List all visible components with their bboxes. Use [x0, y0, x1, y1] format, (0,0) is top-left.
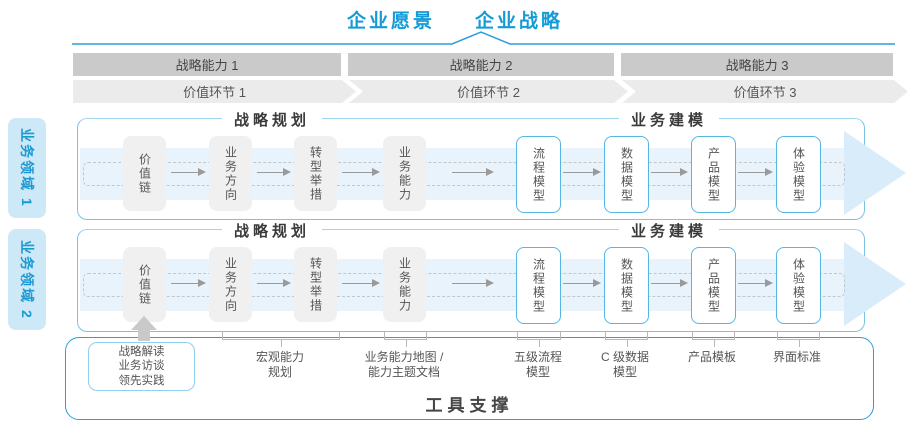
- domain-1-text: 业务领域 1: [19, 128, 35, 208]
- section-header-strategic-planning: 战略规划: [221, 109, 323, 130]
- flow-arrow-icon: [257, 278, 291, 287]
- tool-support-label: 工具支撑: [425, 396, 514, 415]
- bracket-connector-icon: [605, 331, 648, 347]
- section-header-business-modeling: 业务建模: [618, 109, 720, 130]
- box-data-model: 数据模型: [604, 247, 649, 324]
- dashed-track: [83, 162, 845, 186]
- value-link-2-label: 价值环节 2: [457, 85, 520, 100]
- capability-bar-3-label: 战略能力 3: [725, 58, 789, 73]
- annotation-product-template: 产品模板: [687, 350, 737, 364]
- box-experience-model: 体验模型: [776, 247, 821, 324]
- box-data-model: 数据模型: [604, 136, 649, 213]
- capability-bar-3: 战略能力 3: [621, 53, 893, 76]
- dashed-track: [83, 273, 845, 297]
- diagram-title: 企业愿景 企业战略: [0, 6, 910, 33]
- enterprise-vision-title: 企业愿景: [346, 11, 435, 32]
- value-link-chevron-3: 价值环节 3: [622, 80, 908, 103]
- tool-support-container: 工具支撑: [65, 337, 874, 420]
- domain-2-text: 业务领域 2: [19, 239, 35, 320]
- capability-bar-2: 战略能力 2: [348, 53, 614, 76]
- annotation-macro-capability-planning: 宏观能力 规划: [255, 350, 305, 379]
- enterprise-strategy-title: 企业战略: [475, 11, 564, 32]
- box-business-capability: 业务能力: [383, 136, 426, 211]
- bracket-connector-icon: [692, 331, 735, 347]
- value-link-chevron-1: 价值环节 1: [73, 80, 356, 103]
- strategy-practice-box: 战略解读 业务访谈 领先实践: [88, 342, 195, 391]
- flow-arrow-icon: [171, 167, 206, 176]
- box-transformation-initiatives: 转型举措: [294, 247, 337, 322]
- box-value-chain: 价值链: [123, 136, 166, 211]
- section-header-business-modeling: 业务建模: [618, 220, 720, 241]
- value-link-3-label: 价值环节 3: [733, 85, 797, 100]
- flow-arrow-icon: [651, 278, 688, 287]
- box-value-chain: 价值链: [123, 247, 166, 322]
- box-product-model: 产品模型: [691, 136, 736, 213]
- annotation-ui-standard: 界面标准: [772, 350, 822, 364]
- flow-arrowhead-icon: [844, 131, 906, 215]
- flow-arrow-icon: [452, 278, 494, 287]
- flow-arrow-icon: [563, 167, 601, 176]
- flow-arrow-icon: [452, 167, 494, 176]
- flow-arrow-icon: [342, 278, 380, 287]
- annotation-capability-map: 业务能力地图 / 能力主题文档: [364, 350, 444, 379]
- bracket-connector-icon: [517, 331, 561, 347]
- flow-arrow-icon: [738, 278, 773, 287]
- flow-arrow-icon: [257, 167, 291, 176]
- box-process-model: 流程模型: [516, 136, 561, 213]
- domain-label-2: 业务领域 2: [8, 229, 46, 330]
- box-process-model: 流程模型: [516, 247, 561, 324]
- flow-arrow-icon: [651, 167, 688, 176]
- annotation-c-level-data-model: C 级数据 模型: [600, 350, 650, 379]
- flow-arrowhead-icon: [844, 242, 906, 326]
- box-product-model: 产品模型: [691, 247, 736, 324]
- box-experience-model: 体验模型: [776, 136, 821, 213]
- box-business-direction: 业务方向: [209, 136, 252, 211]
- flow-arrow-icon: [563, 278, 601, 287]
- capability-bar-2-label: 战略能力 2: [449, 58, 513, 73]
- capability-bar-1: 战略能力 1: [73, 53, 341, 76]
- capability-bar-1-label: 战略能力 1: [175, 58, 239, 73]
- swimlane-domain-2: 战略规划 业务建模 价值链 业务方向 转型举措 业务能力 流程模型 数据模型 产…: [77, 220, 906, 332]
- value-link-chevron-2: 价值环节 2: [349, 80, 628, 103]
- annotation-five-level-process-model: 五级流程 模型: [513, 350, 563, 379]
- bracket-connector-icon: [222, 331, 340, 347]
- box-business-direction: 业务方向: [209, 247, 252, 322]
- bracket-connector-icon: [777, 331, 820, 347]
- box-business-capability: 业务能力: [383, 247, 426, 322]
- bracket-connector-icon: [384, 331, 427, 347]
- domain-label-1: 业务领域 1: [8, 118, 46, 218]
- swimlane-domain-1: 战略规划 业务建模 价值链 业务方向 转型举措 业务能力 流程模型 数据模型 产…: [77, 109, 906, 220]
- box-transformation-initiatives: 转型举措: [294, 136, 337, 211]
- value-link-1-label: 价值环节 1: [183, 85, 246, 100]
- flow-arrow-icon: [738, 167, 773, 176]
- flow-arrow-icon: [171, 278, 206, 287]
- section-header-strategic-planning: 战略规划: [221, 220, 323, 241]
- flow-arrow-icon: [342, 167, 380, 176]
